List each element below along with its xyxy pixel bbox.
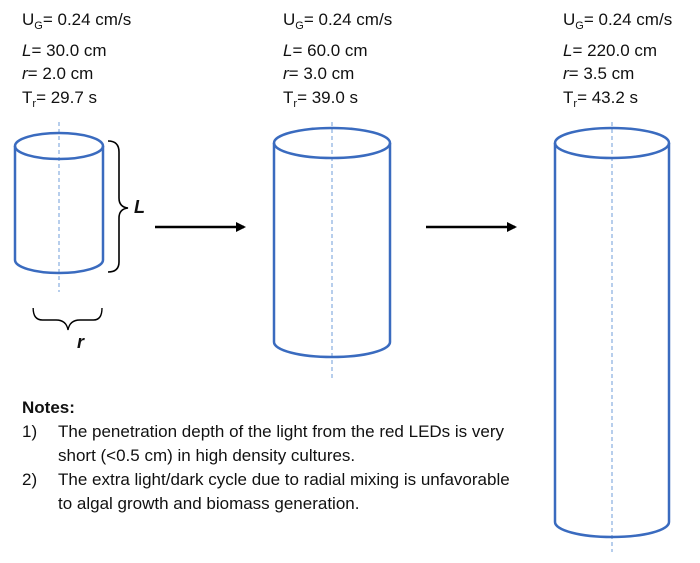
cylinder-medium [272, 122, 392, 380]
note-item: 2) The extra light/dark cycle due to rad… [22, 468, 528, 516]
ug-line: UG= 0.24 cm/s [22, 10, 132, 32]
radius-line: r= 3.5 cm [563, 64, 635, 83]
cylinder-body [553, 143, 671, 539]
notes-title: Notes: [22, 398, 75, 417]
params-column-3: UG= 0.24 cm/s L= 220.0 cm r= 3.5 cm Tr= … [563, 8, 672, 116]
cylinder-small [13, 122, 105, 292]
cylinder-body [272, 143, 392, 359]
params-column-1: UG= 0.24 cm/s L= 30.0 cm r= 2.0 cm Tr= 2… [22, 8, 131, 116]
length-line: L= 30.0 cm [22, 40, 107, 60]
length-line: L= 60.0 cm [283, 40, 368, 60]
length-bracket [107, 140, 129, 273]
note-number: 1) [22, 422, 38, 441]
length-label: L [134, 197, 145, 217]
length-line: L= 220.0 cm [563, 40, 658, 60]
note-text: The extra light/dark cycle due to radial… [58, 470, 510, 513]
tr-line: Tr= 29.7 s [22, 87, 98, 110]
ug-line: UG= 0.24 cm/s [563, 10, 673, 32]
note-text: The penetration depth of the light from … [58, 422, 505, 465]
note-item: 1) The penetration depth of the light fr… [22, 420, 528, 468]
tr-line: Tr= 39.0 s [283, 87, 359, 110]
radius-bracket [32, 307, 103, 331]
radius-line: r= 3.0 cm [283, 64, 355, 83]
cylinder-top [13, 131, 105, 161]
cylinder-body [13, 146, 105, 275]
cylinder-top [272, 126, 392, 160]
cylinder-top [553, 126, 671, 160]
radius-line: r= 2.0 cm [22, 64, 94, 83]
notes-section: Notes: 1) The penetration depth of the l… [22, 396, 528, 516]
note-number: 2) [22, 470, 38, 489]
params-column-2: UG= 0.24 cm/s L= 60.0 cm r= 3.0 cm Tr= 3… [283, 8, 392, 116]
radius-label: r [77, 332, 85, 352]
tr-line: Tr= 43.2 s [563, 87, 639, 110]
cylinder-large [553, 122, 671, 552]
ug-line: UG= 0.24 cm/s [283, 10, 393, 32]
